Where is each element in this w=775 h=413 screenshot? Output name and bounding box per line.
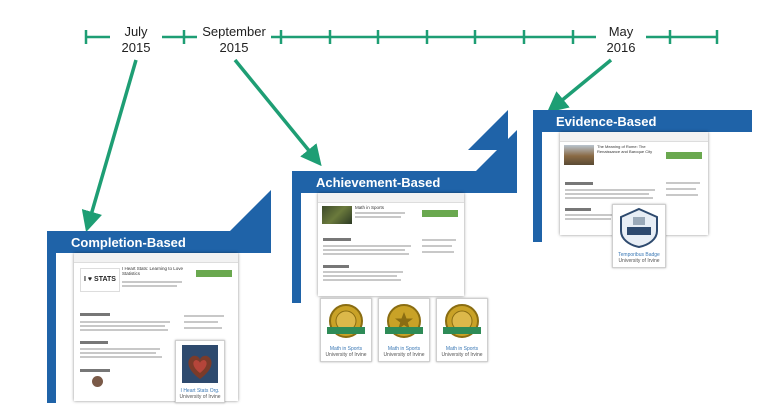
badge-caption: Temporibus Badge <box>618 252 660 258</box>
timeline-label-year: 2015 <box>219 40 249 55</box>
text-line <box>666 194 698 196</box>
gold-star-medal-icon <box>385 304 423 338</box>
text-line <box>80 348 160 350</box>
timeline-label-year: 2015 <box>121 40 151 55</box>
logo-area: I ♥ STATS <box>80 268 120 292</box>
arrow-september-to-achievement <box>233 58 322 167</box>
text-line <box>323 275 397 277</box>
shield-badge-icon <box>620 207 658 249</box>
timeline-label-year: 2016 <box>606 40 636 55</box>
text-line <box>323 271 403 273</box>
achievement-badge-card-1: Math in Sports University of Irvine <box>320 298 372 362</box>
text-line <box>80 325 165 327</box>
evidence-panel-title: Evidence-Based <box>556 114 657 129</box>
gold-medal-icon <box>443 304 481 338</box>
site-header <box>318 193 464 203</box>
site-header <box>74 253 238 263</box>
achievement-screenshot: Math in Sports <box>318 193 464 296</box>
badge-caption: I Heart Stats Org. <box>180 388 220 394</box>
gold-medal-icon <box>327 304 365 338</box>
text-line <box>184 315 224 317</box>
timeline-label-month: May <box>608 24 634 39</box>
site-header <box>560 132 708 142</box>
evidence-screenshot: The Meaning of Rome: The Renaissance and… <box>560 132 708 235</box>
course-title: The Meaning of Rome: The Renaissance and… <box>597 144 653 154</box>
text-line <box>122 285 177 287</box>
completion-panel-title: Completion-Based <box>71 235 186 250</box>
text-line <box>355 216 401 218</box>
achievement-badge-card-3: Math in Sports University of Irvine <box>436 298 488 362</box>
timeline-label-month: September <box>202 24 266 39</box>
evidence-panel <box>533 110 752 132</box>
evidence-panel-left-strip <box>533 132 542 242</box>
text-line <box>80 321 170 323</box>
text-line <box>422 239 456 241</box>
text-line <box>323 249 405 251</box>
text-line <box>565 197 653 199</box>
badge-issuer: University of Irvine <box>618 258 660 264</box>
course-image <box>322 206 352 224</box>
section-heading <box>565 208 591 211</box>
heart-badge-icon <box>182 345 218 383</box>
badge-issuer: University of Irvine <box>383 352 425 358</box>
timeline-label-july-2015: July 2015 <box>110 24 162 56</box>
text-line <box>565 189 655 191</box>
badge-caption: Math in Sports <box>445 346 479 352</box>
section-heading <box>80 369 110 372</box>
text-line <box>184 321 218 323</box>
section-heading <box>323 238 351 241</box>
course-title: Math in Sports <box>355 205 385 210</box>
text-line <box>80 329 168 331</box>
completion-panel-corner <box>230 190 271 231</box>
text-line <box>80 352 156 354</box>
text-line <box>666 188 696 190</box>
badge-issuer: University of Irvine <box>179 394 221 400</box>
section-heading <box>80 313 110 316</box>
text-line <box>565 218 611 220</box>
section-heading <box>80 341 108 344</box>
timeline-label-may-2016: May 2016 <box>596 24 646 56</box>
course-image <box>564 145 594 165</box>
achievement-panel-left-strip <box>292 193 301 303</box>
achievement-badge-card-2: Math in Sports University of Irvine <box>378 298 430 362</box>
timeline-label-month: July <box>124 24 148 39</box>
avatar <box>92 376 103 387</box>
badge-caption: Math in Sports <box>387 346 421 352</box>
text-line <box>323 245 411 247</box>
achievement-panel-title: Achievement-Based <box>316 175 441 190</box>
text-line <box>565 214 615 216</box>
evidence-panel-corner <box>468 110 508 150</box>
enroll-button[interactable] <box>422 210 458 217</box>
text-line <box>184 327 222 329</box>
course-logo-text: I ♥ STATS <box>84 276 116 283</box>
text-line <box>422 245 452 247</box>
enroll-button[interactable] <box>666 152 702 159</box>
arrow-may-to-evidence <box>546 58 613 113</box>
evidence-badge-card: Temporibus Badge University of Irvine <box>612 204 666 268</box>
timeline-label-september-2015: September 2015 <box>197 24 271 56</box>
enroll-button[interactable] <box>196 270 232 277</box>
completion-badge-card: I Heart Stats Org. University of Irvine <box>175 340 225 403</box>
course-title: I Heart Stats: Learning to Love Statisti… <box>122 266 184 276</box>
achievement-panel <box>292 171 517 193</box>
arrow-july-to-completion <box>81 59 138 233</box>
badge-issuer: University of Irvine <box>325 352 367 358</box>
text-line <box>122 281 182 283</box>
text-line <box>422 251 454 253</box>
text-line <box>666 182 700 184</box>
text-line <box>80 356 162 358</box>
text-line <box>323 253 409 255</box>
text-line <box>355 212 405 214</box>
completion-panel-left-strip <box>47 253 56 403</box>
section-heading <box>323 265 349 268</box>
text-line <box>323 279 401 281</box>
completion-screenshot: I ♥ STATS I Heart Stats: Learning to Lov… <box>74 253 238 401</box>
section-heading <box>565 182 593 185</box>
completion-panel <box>47 231 271 253</box>
badge-issuer: University of Irvine <box>441 352 483 358</box>
badge-caption: Math in Sports <box>329 346 363 352</box>
text-line <box>565 193 649 195</box>
